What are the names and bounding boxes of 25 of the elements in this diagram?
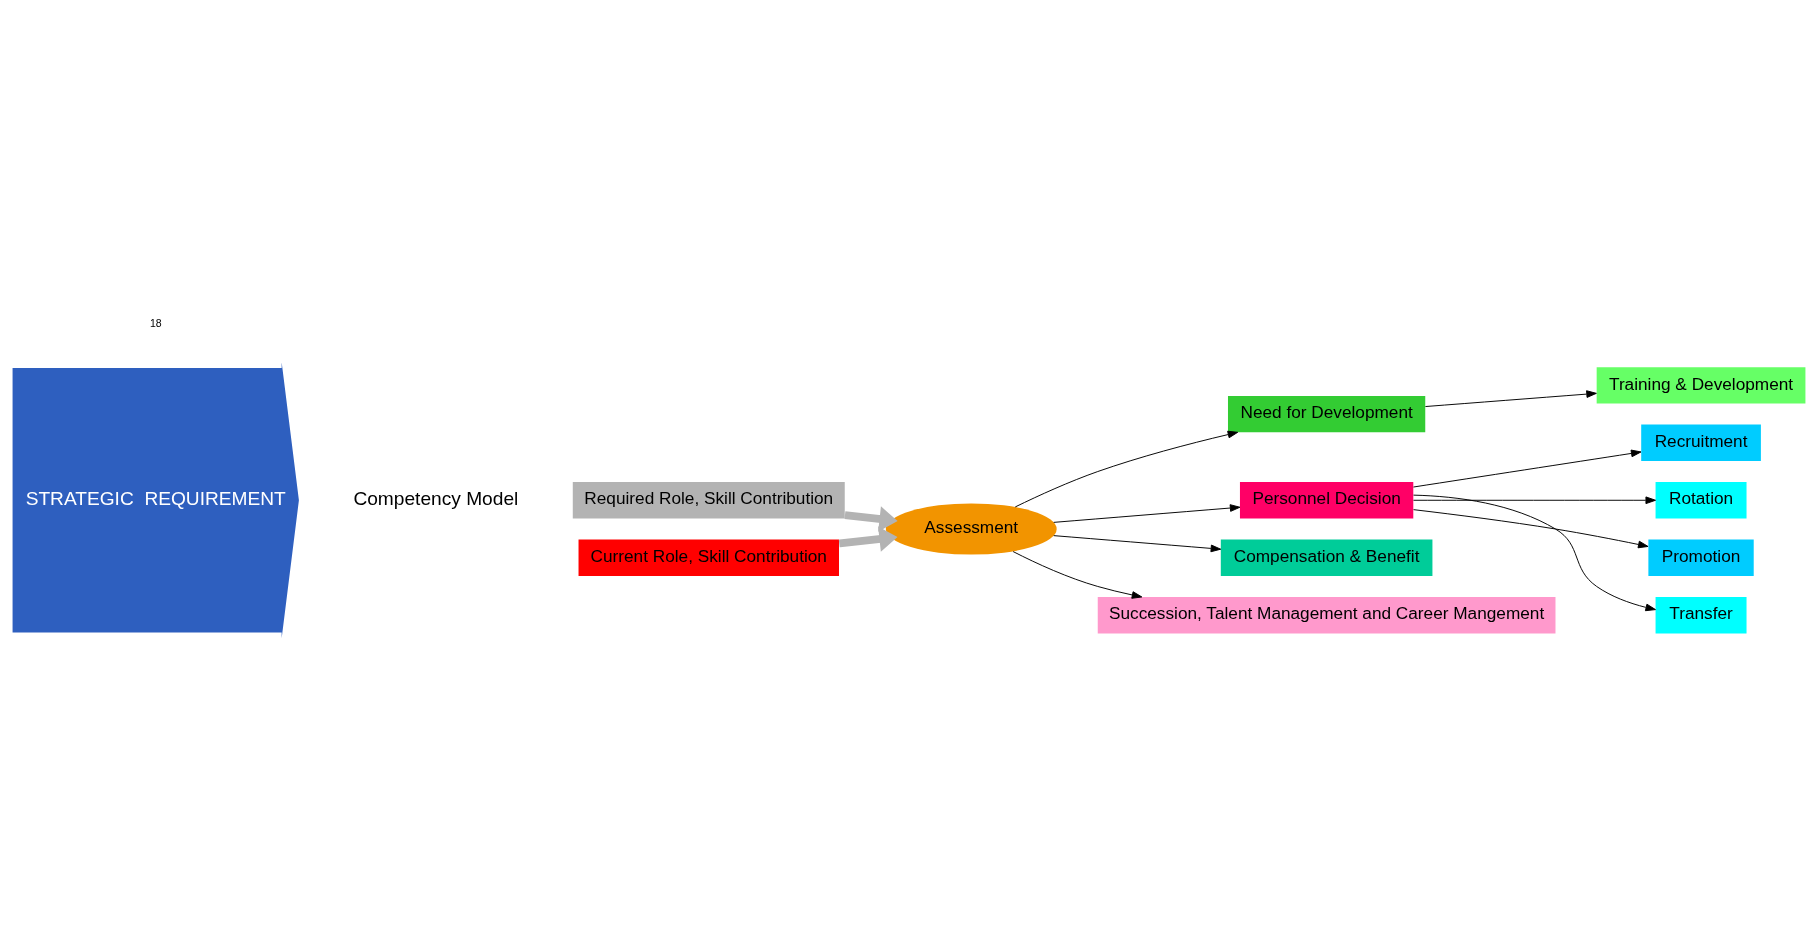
node-ellipse: Assessment xyxy=(885,502,1057,555)
node-box: Transfer xyxy=(1655,596,1747,633)
node-box: Current Role, Skill Contribution xyxy=(578,539,839,576)
arrow xyxy=(1413,508,1649,548)
label: Competency Model xyxy=(353,487,519,509)
node-box: Need for Development xyxy=(1228,395,1426,432)
arrow xyxy=(838,525,898,552)
arrow xyxy=(1014,430,1239,507)
node-box: Succession, Talent Management and Career Mangement xyxy=(1097,596,1556,633)
arrow xyxy=(1053,503,1241,523)
node-box: Required Role, Skill Contribution xyxy=(572,481,845,518)
arrow xyxy=(1424,389,1597,407)
node-box: Rotation xyxy=(1655,481,1747,518)
arrow xyxy=(844,505,898,532)
node-box: Recruitment xyxy=(1641,424,1761,461)
node-box: Promotion xyxy=(1648,539,1754,576)
arrow xyxy=(1413,494,1656,611)
node-box: Training & Development xyxy=(1596,366,1806,404)
arrow xyxy=(1053,534,1222,552)
node-box: Compensation & Benefit xyxy=(1220,539,1433,576)
arrow xyxy=(1413,495,1656,504)
arrow xyxy=(1413,449,1642,487)
node-box: Personnel Decision xyxy=(1239,481,1414,518)
label: 18 xyxy=(149,316,162,329)
arrow xyxy=(1012,550,1143,599)
